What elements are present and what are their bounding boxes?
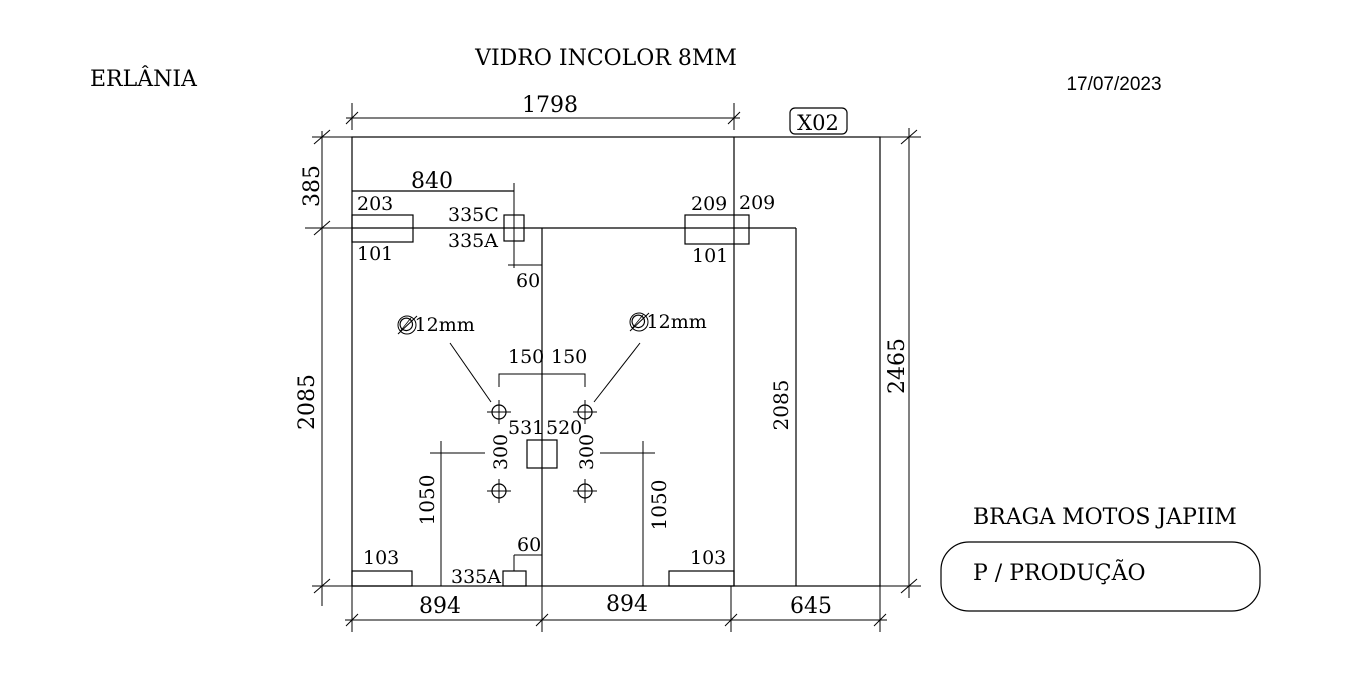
dim-bottom-tick-d [873, 613, 887, 627]
hole-bottom-right [573, 479, 597, 503]
dim-bottom-right: 645 [790, 594, 832, 619]
cutout-bottom-center [502, 570, 527, 587]
dim-bottom-tick-b [535, 613, 549, 627]
dim-right-inner-height: 2085 [769, 380, 793, 431]
cutout-top-right-upper-b: 209 [739, 192, 775, 214]
cutout-top-left-lower: 101 [357, 243, 393, 265]
hole-top-right [573, 400, 597, 424]
cutout-top-center-depth: 60 [516, 270, 540, 292]
material-title: VIDRO INCOLOR 8MM [474, 46, 737, 71]
hole-top-left [487, 400, 511, 424]
customer-name: BRAGA MOTOS JAPIIM [973, 505, 1237, 530]
status-box [940, 541, 1261, 612]
lock-offset-left: 531 [508, 417, 544, 439]
leader-left [449, 342, 492, 403]
dim-bottom-left: 894 [419, 594, 461, 619]
dim-top-width: 1798 [522, 93, 578, 118]
diameter-icon-left [397, 315, 418, 335]
glass-panel-outline [351, 136, 881, 587]
dim-bottom-mid: 894 [606, 592, 648, 617]
hole-spacing-right: 150 [551, 346, 587, 368]
dim-top-tick-right [727, 111, 741, 125]
diameter-icon-right [629, 312, 650, 332]
code-label: X02 [797, 111, 839, 135]
dim-center-offset: 840 [411, 169, 453, 194]
cutout-top-right [684, 214, 750, 245]
dim-hinge-left: 1050 [415, 475, 439, 526]
cutout-bottom-center-depth: 60 [517, 534, 541, 556]
client-name: ERLÂNIA [90, 65, 198, 92]
code-box [789, 107, 848, 135]
dim-bottom-tick-a [345, 613, 359, 627]
lock-cutout [526, 439, 558, 469]
cutout-top-center [503, 214, 525, 242]
hole-diameter-left: ∅12mm [398, 314, 475, 336]
dim-overall-height: 2465 [885, 338, 910, 394]
hole-vertical-left: 300 [490, 434, 512, 470]
cutout-bottom-left-label: 103 [363, 547, 399, 569]
cutout-bottom-center-label: 335A [451, 566, 501, 588]
drawing-date: 17/07/2023 [1066, 74, 1161, 95]
cutout-top-right-lower: 101 [692, 245, 728, 267]
hole-bottom-left [487, 479, 511, 503]
cutout-bottom-left [351, 570, 413, 587]
dim-top-tick-left [345, 111, 359, 125]
hole-diameter-right: ∅12mm [630, 311, 707, 333]
hole-spacing-bracket [498, 373, 586, 387]
cutout-bottom-right-label: 103 [690, 547, 726, 569]
cutout-bottom-right [668, 570, 735, 587]
dim-bottom-tick-c [724, 613, 738, 627]
hole-spacing-left: 150 [508, 346, 544, 368]
status-label: P / PRODUÇÃO [973, 558, 1146, 586]
hole-vertical-right: 300 [576, 434, 598, 470]
cutout-top-right-upper-a: 209 [691, 193, 727, 215]
cutout-top-center-lower: 335A [448, 230, 498, 252]
leader-right [593, 342, 641, 403]
cutout-top-center-upper: 335C [448, 204, 499, 226]
dim-hinge-right: 1050 [647, 480, 671, 531]
dim-left-top: 385 [300, 165, 325, 207]
dim-left-height: 2085 [295, 374, 320, 430]
lock-offset-right: 520 [546, 417, 582, 439]
cutout-top-left-upper: 203 [357, 193, 393, 215]
